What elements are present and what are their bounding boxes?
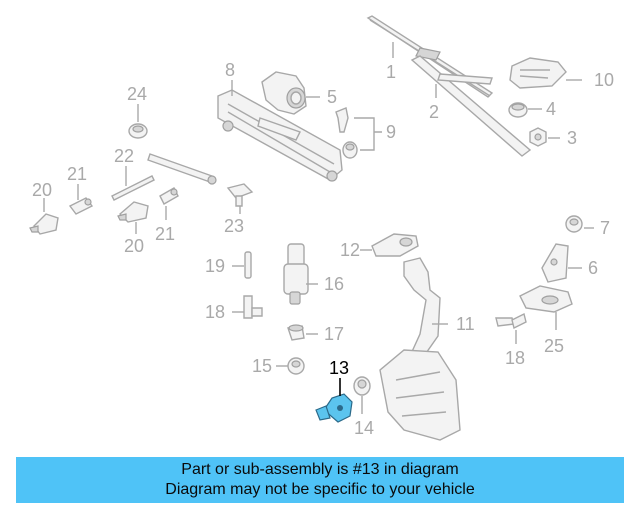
label-8: 8 — [225, 60, 235, 80]
part-9-fasteners[interactable] — [335, 107, 358, 159]
label-12: 12 — [340, 240, 360, 260]
label-24: 24 — [127, 84, 147, 104]
label-20b: 20 — [124, 236, 144, 256]
part-15-grommet[interactable] — [287, 357, 305, 375]
part-23-t-connector[interactable] — [226, 183, 254, 207]
part-12-sensor[interactable] — [371, 233, 419, 257]
part-11-washer-reservoir[interactable] — [379, 257, 461, 441]
part-16-washer-pump[interactable] — [283, 243, 309, 305]
label-21b: 21 — [155, 224, 175, 244]
label-6: 6 — [588, 258, 598, 278]
part-21-connector-lower[interactable] — [159, 187, 179, 205]
label-5: 5 — [327, 87, 337, 107]
label-9: 9 — [386, 122, 396, 142]
label-22: 22 — [114, 146, 134, 166]
label-10: 10 — [594, 70, 614, 90]
part-13-highlighted[interactable] — [315, 393, 353, 423]
label-2: 2 — [429, 102, 439, 122]
banner-line-1: Part or sub-assembly is #13 in diagram — [181, 461, 459, 478]
label-14: 14 — [354, 418, 374, 438]
label-11: 11 — [456, 314, 475, 334]
label-1: 1 — [386, 62, 396, 82]
part-19-pin[interactable] — [244, 251, 252, 279]
label-4: 4 — [546, 99, 556, 119]
part-18-elbow-left[interactable] — [243, 295, 263, 319]
label-18a: 18 — [205, 302, 225, 322]
part-20-nozzle-left[interactable] — [29, 213, 59, 235]
info-banner: Part or sub-assembly is #13 in diagram D… — [16, 457, 624, 503]
part-2-wiper-arm[interactable] — [410, 55, 532, 157]
leader-9 — [354, 117, 382, 151]
label-15: 15 — [252, 356, 272, 376]
label-18b: 18 — [505, 348, 525, 368]
part-17-pump-grommet[interactable] — [287, 324, 305, 341]
label-19: 19 — [205, 256, 225, 276]
part-25-housing[interactable] — [519, 285, 573, 313]
label-13: 13 — [329, 358, 349, 378]
part-22-washer-hose[interactable] — [111, 153, 217, 201]
part-14-grommet[interactable] — [353, 376, 371, 396]
part-8-wiper-linkage[interactable] — [217, 89, 343, 182]
label-16: 16 — [324, 274, 344, 294]
part-18-connector-right[interactable] — [495, 312, 527, 330]
label-7: 7 — [600, 218, 610, 238]
part-24-grommet[interactable] — [128, 123, 148, 139]
part-3-nut[interactable] — [529, 127, 547, 147]
label-17: 17 — [324, 324, 344, 344]
part-21-connector-upper[interactable] — [68, 197, 94, 215]
part-1-wiper-blade[interactable] — [366, 15, 494, 98]
part-20-nozzle-right[interactable] — [117, 201, 149, 223]
label-23: 23 — [224, 216, 244, 236]
part-7-cap[interactable] — [565, 215, 583, 233]
label-3: 3 — [567, 128, 577, 148]
banner-line-2: Diagram may not be specific to your vehi… — [165, 481, 475, 498]
label-20a: 20 — [32, 180, 52, 200]
parts-diagram: 1 2 10 4 3 8 5 — [29, 15, 614, 441]
label-25: 25 — [544, 336, 564, 356]
part-10-arm-cover[interactable] — [509, 57, 567, 89]
part-6-bracket[interactable] — [541, 243, 569, 283]
part-4-cap[interactable] — [508, 102, 528, 118]
part-5-wiper-motor[interactable] — [261, 71, 307, 115]
label-21a: 21 — [67, 164, 87, 184]
